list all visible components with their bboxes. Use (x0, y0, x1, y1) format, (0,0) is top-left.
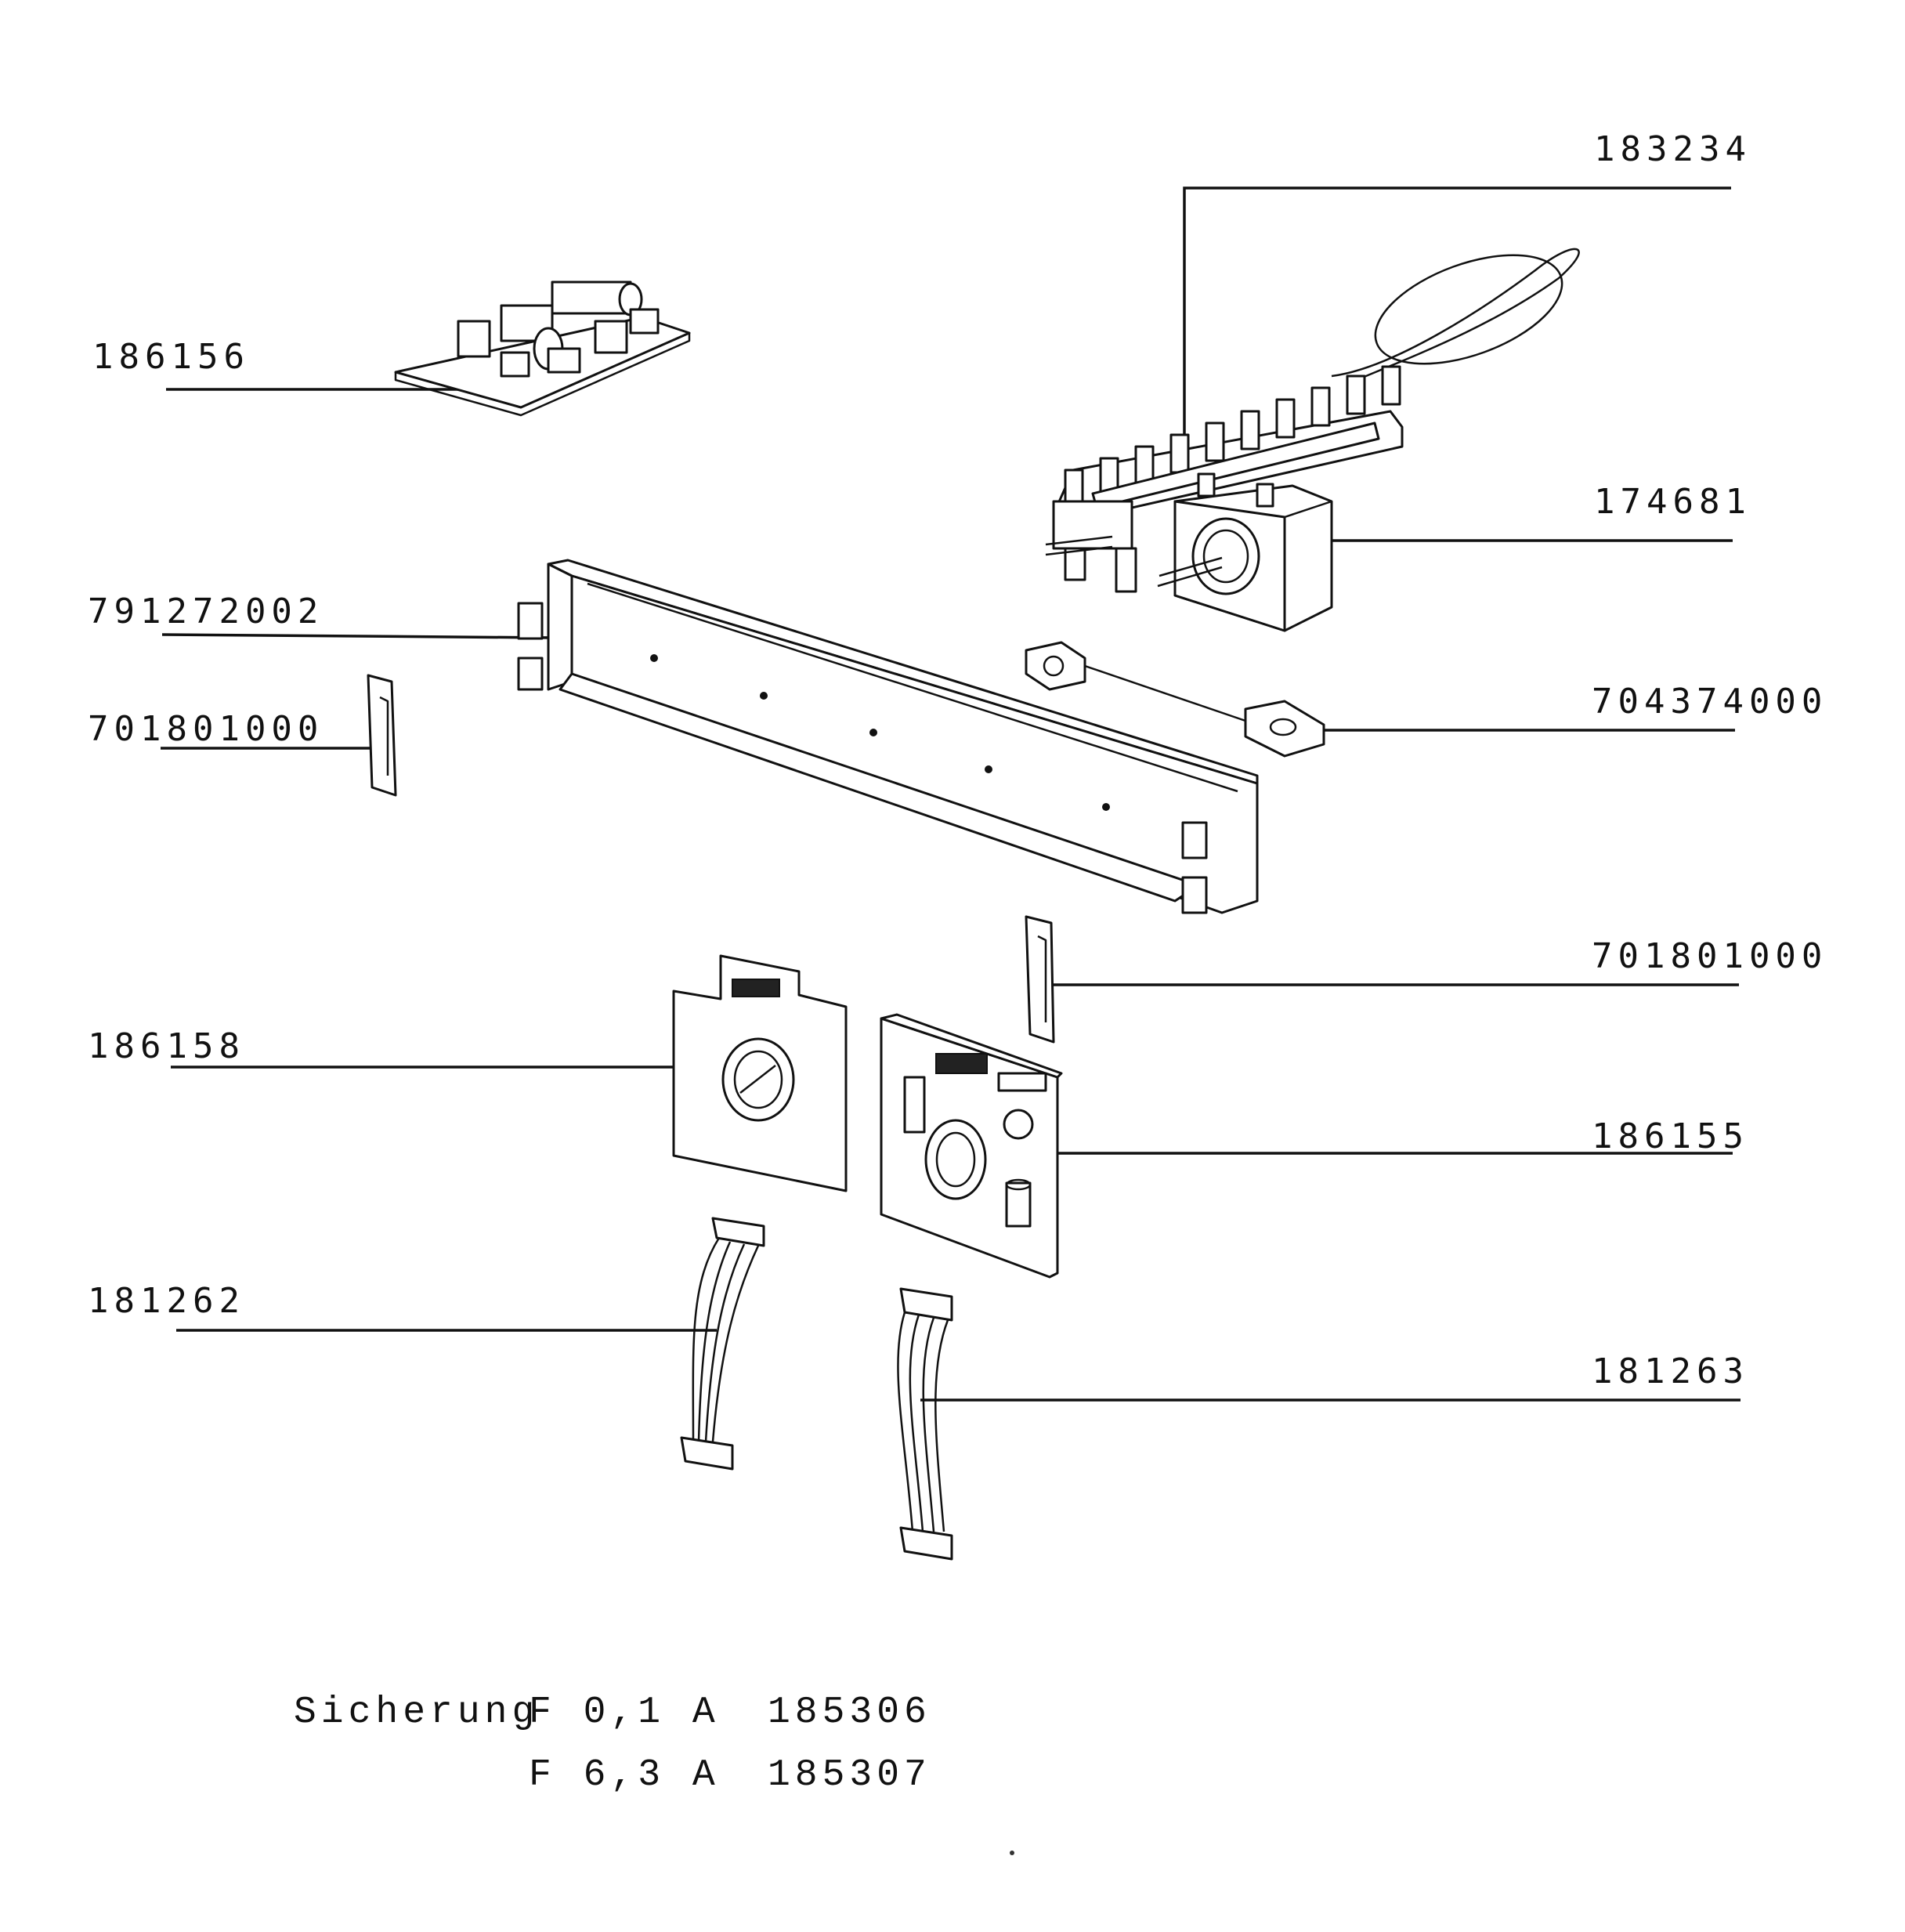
label-704374000: 704374000 (1592, 682, 1827, 722)
leader-lines (161, 186, 1741, 1402)
label-186156: 186156 (92, 337, 250, 377)
label-174681: 174681 (1594, 482, 1751, 522)
label-186158: 186158 (88, 1026, 245, 1066)
fuse-part-2: 185307 (768, 1754, 931, 1796)
clip-701801000-right (1025, 915, 1055, 1044)
label-183234: 183234 (1594, 129, 1751, 169)
selector-motor-174681 (1157, 472, 1333, 632)
fuse-table: Sicherung F 0,1 A 185306 F 6,3 A 185307 (294, 1691, 931, 1796)
ribbon-cable-181263 (897, 1287, 953, 1561)
label-701801000-left: 701801000 (88, 709, 324, 749)
label-791272002: 791272002 (88, 592, 324, 631)
scan-speck (1010, 1851, 1014, 1855)
switch-bank-183234 (1045, 248, 1580, 593)
control-board-186155 (880, 1013, 1063, 1279)
clip-701801000-left (367, 674, 397, 797)
label-181262: 181262 (88, 1281, 245, 1321)
label-181263: 181263 (1592, 1351, 1749, 1391)
label-701801000-right: 701801000 (1592, 936, 1827, 976)
fuse-part-1: 185306 (768, 1691, 931, 1734)
channel-rail-791272002 (517, 559, 1259, 914)
label-186155: 186155 (1592, 1116, 1749, 1156)
ribbon-cable-181262 (680, 1217, 765, 1471)
relay-board-186156 (394, 280, 691, 417)
front-plate-186158 (672, 954, 848, 1192)
fuse-title: Sicherung (294, 1691, 539, 1734)
spring-holder-704374000 (1025, 641, 1325, 758)
fuse-rating-1: F 0,1 A (529, 1691, 720, 1734)
fuse-rating-2: F 6,3 A (529, 1754, 720, 1796)
